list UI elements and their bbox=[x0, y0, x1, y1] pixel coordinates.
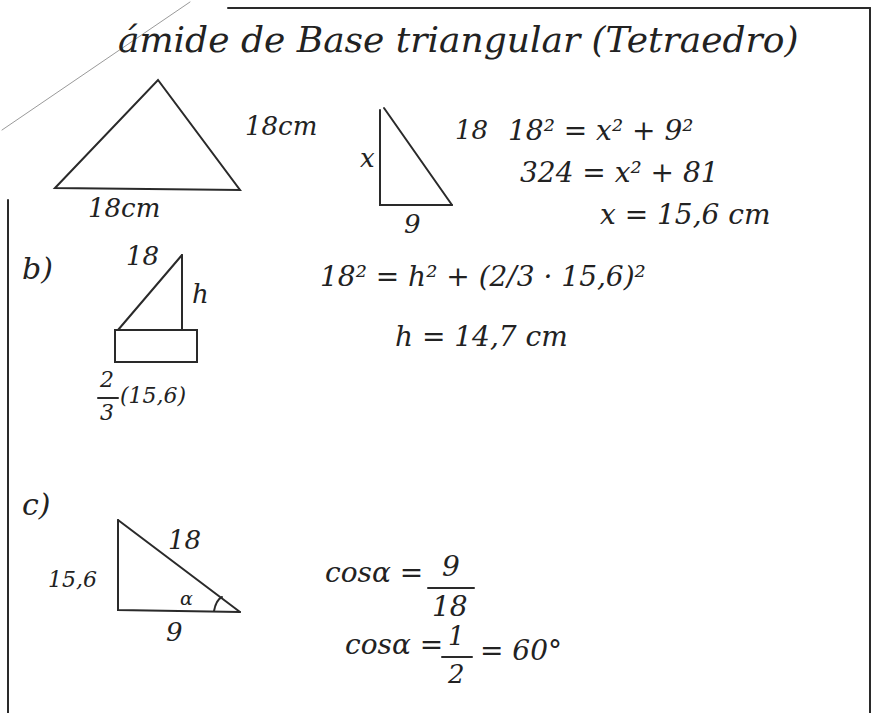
dimension: 18cm bbox=[245, 112, 317, 141]
fraction-part: 1 bbox=[448, 622, 465, 651]
angle-symbol: α bbox=[180, 588, 193, 609]
fraction-part: 2 bbox=[448, 660, 465, 689]
result: h = 14,7 cm bbox=[395, 322, 568, 353]
page-edge bbox=[869, 8, 871, 713]
hypotenuse bbox=[118, 520, 240, 612]
equation: 18² = x² + 9² bbox=[508, 116, 693, 147]
dimension: 9 bbox=[404, 210, 421, 239]
equation: 324 = x² + 81 bbox=[520, 158, 719, 189]
fraction-part: 9 bbox=[442, 552, 460, 583]
result: x = 15,6 cm bbox=[600, 200, 771, 231]
fraction-part: 3 bbox=[100, 401, 114, 425]
dimension: 18 bbox=[455, 116, 488, 145]
right-triangle bbox=[118, 520, 240, 612]
dimension: 18 bbox=[168, 526, 201, 555]
dimension: 18 bbox=[126, 242, 159, 271]
fraction-bar bbox=[428, 587, 474, 589]
equation: cosα = bbox=[345, 630, 443, 661]
height-line bbox=[181, 255, 183, 330]
fraction-bar bbox=[442, 656, 472, 658]
fraction-part: 18 bbox=[432, 592, 468, 623]
dimension: 15,6 bbox=[48, 568, 97, 592]
fraction-part: 2 bbox=[100, 368, 114, 392]
variable: h bbox=[192, 280, 209, 309]
dimension: 18cm bbox=[88, 194, 160, 223]
page-edge bbox=[7, 200, 9, 713]
fraction-bar bbox=[98, 397, 118, 399]
dimension: 9 bbox=[166, 618, 183, 647]
item-letter: b) bbox=[22, 252, 53, 285]
equation: cosα = bbox=[325, 558, 423, 589]
page-heading: ámide de Base triangular (Tetraedro) bbox=[118, 20, 799, 60]
result: = 60° bbox=[480, 636, 562, 667]
base-block bbox=[115, 330, 197, 362]
equation: 18² = h² + (2/3 · 15,6)² bbox=[320, 262, 646, 293]
hypotenuse bbox=[384, 108, 452, 205]
variable: x bbox=[360, 144, 375, 173]
angle-arc bbox=[214, 597, 222, 611]
page-edge bbox=[228, 7, 870, 9]
item-letter: c) bbox=[22, 488, 51, 521]
dimension: (15,6) bbox=[120, 384, 186, 408]
base-triangle bbox=[55, 80, 240, 190]
